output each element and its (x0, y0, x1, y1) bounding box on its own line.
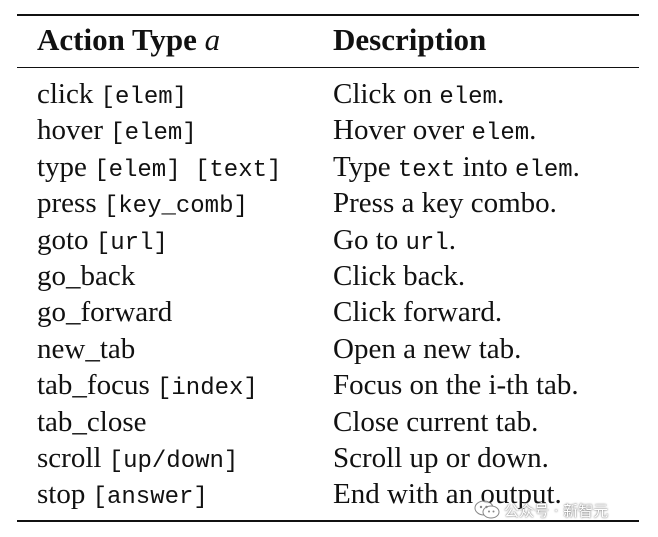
header-action-label: Action Type (37, 22, 197, 57)
description-cell: Hover over elem. (333, 112, 536, 152)
table-bottom-rule (17, 520, 639, 522)
watermark-text: 公众号 · 新智元 (504, 501, 609, 520)
description-cell: Type text into elem. (333, 149, 580, 189)
text-segment: Click back. (333, 259, 466, 292)
watermark: 公众号 · 新智元 (474, 499, 608, 521)
table-row: hover [elem] Hover over elem. (0, 112, 658, 148)
action-cell: go_forward (37, 294, 172, 330)
description-cell: Click back. (333, 258, 465, 294)
text-segment: goto (37, 223, 96, 256)
text-segment: tab_close (37, 405, 147, 438)
table-body: click [elem] Click on elem. hover [elem] Ho… (0, 76, 658, 513)
action-cell: type [elem] [text] (37, 149, 281, 189)
text-segment: type (37, 150, 95, 183)
table-row: goto [url] Go to url. (0, 222, 658, 258)
description-cell: Scroll up or down. (333, 440, 549, 476)
table-row: tab_focus [index] Focus on the i-th tab. (0, 367, 658, 403)
code-token: text (397, 156, 456, 184)
action-cell: new_tab (37, 331, 135, 367)
wechat-icon (474, 500, 500, 519)
action-cell: tab_close (37, 404, 147, 440)
text-segment: Focus on the i-th tab. (333, 369, 579, 402)
text-segment: Click on (333, 78, 440, 110)
description-cell: Open a new tab. (333, 331, 521, 367)
description-cell: End with an output. (333, 476, 562, 512)
text-segment: tab_focus (37, 369, 157, 402)
table-header: Action Type a Description (0, 20, 658, 60)
code-token: url (405, 229, 449, 257)
action-cell: goto [url] (37, 222, 168, 262)
table-top-rule (17, 14, 639, 16)
text-segment: press (37, 187, 104, 220)
text-segment: Go to (333, 223, 406, 256)
table-row: click [elem] Click on elem. (0, 76, 658, 112)
text-segment: go_back (37, 259, 136, 292)
text-segment: Scroll up or down. (333, 441, 549, 474)
description-cell: Click on elem. (333, 76, 504, 116)
text-segment: Close current tab. (333, 405, 539, 438)
code-token: [elem] [text] (94, 156, 282, 184)
text-segment: Open a new tab. (333, 332, 522, 365)
description-cell: Go to url. (333, 222, 456, 262)
text-segment: End with an output. (333, 478, 562, 511)
text-segment: Press a key combo. (333, 187, 557, 220)
code-token: [index] (157, 375, 258, 403)
code-token: [elem] (100, 84, 188, 111)
action-cell: press [key_comb] (37, 185, 248, 225)
text-segment: Type (333, 150, 398, 183)
text-segment: go_forward (37, 296, 173, 329)
table-header-rule (17, 67, 639, 68)
text-segment: new_tab (37, 332, 136, 365)
text-segment: Hover over (333, 114, 472, 147)
code-token: [up/down] (108, 447, 239, 475)
text-segment: click (37, 78, 101, 110)
description-cell: Close current tab. (333, 404, 538, 440)
text-segment: Click forward. (333, 296, 503, 329)
code-token: elem (439, 84, 497, 111)
code-token: [elem] (110, 120, 197, 148)
text-segment: . (496, 78, 505, 110)
action-cell: scroll [up/down] (37, 440, 238, 480)
table-row: go_forward Click forward. (0, 294, 658, 330)
table-row: tab_close Close current tab. (0, 404, 658, 440)
description-cell: Click forward. (333, 294, 502, 330)
text-segment: into (455, 150, 516, 183)
header-action-type: Action Type a (37, 20, 220, 60)
action-cell: hover [elem] (37, 112, 197, 152)
header-action-symbol: a (204, 22, 221, 57)
code-token: elem (515, 156, 573, 184)
text-segment: scroll (37, 441, 109, 474)
code-token: [answer] (92, 484, 208, 512)
table-row: scroll [up/down] Scroll up or down. (0, 440, 658, 476)
code-token: elem (471, 120, 530, 148)
code-token: [key_comb] (103, 193, 248, 221)
action-cell: tab_focus [index] (37, 367, 258, 407)
action-cell: stop [answer] (37, 476, 208, 516)
text-segment: . (529, 114, 537, 147)
description-cell: Focus on the i-th tab. (333, 367, 579, 403)
text-segment: hover (37, 114, 111, 147)
table-row: press [key_comb] Press a key combo. (0, 185, 658, 221)
description-cell: Press a key combo. (333, 185, 557, 221)
table-row: stop [answer] End with an output. (0, 476, 658, 512)
action-cell: click [elem] (37, 76, 187, 116)
table-row: new_tab Open a new tab. (0, 331, 658, 367)
code-token: [url] (95, 229, 168, 257)
table-row: type [elem] [text] Type text into elem. (0, 149, 658, 185)
header-description: Description (333, 22, 487, 57)
action-cell: go_back (37, 258, 135, 294)
text-segment: . (572, 150, 580, 183)
table-row: go_back Click back. (0, 258, 658, 294)
text-segment: stop (37, 478, 93, 511)
text-segment: . (448, 223, 456, 256)
